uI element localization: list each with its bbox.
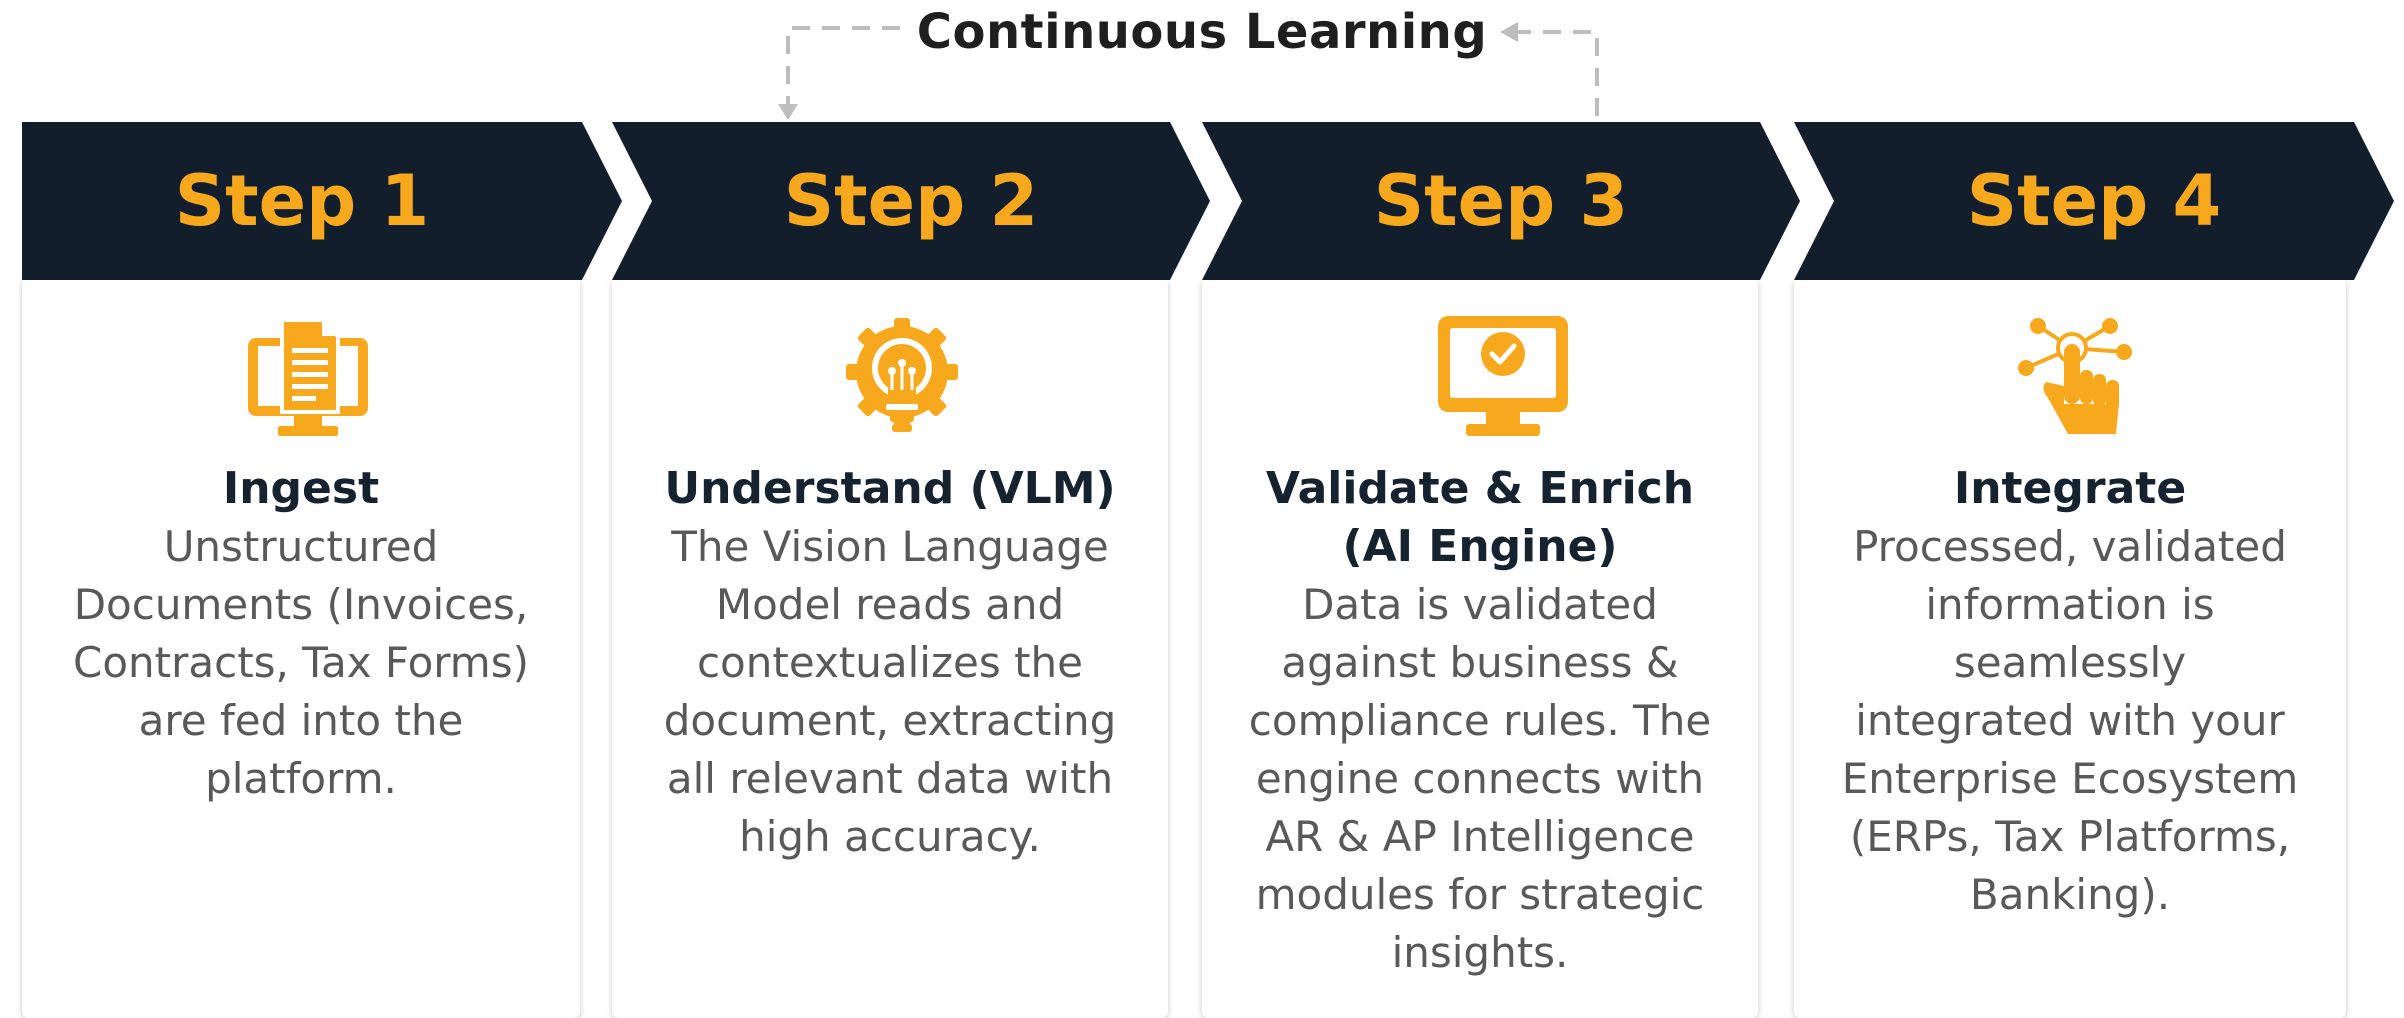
step-3-description: Data is validated against business & com… (1248, 580, 1712, 977)
feedback-loop-arrow (778, 22, 1599, 120)
step-4-description: Processed, validated information is seam… (1841, 522, 2299, 919)
step-2-description: The Vision Language Model reads and cont… (663, 522, 1117, 861)
monitor-check-icon (1438, 316, 1568, 436)
step-1-label: Step 1 (174, 160, 430, 242)
step-3-chevron: Step 3 (1202, 122, 1800, 280)
step-1-chevron: Step 1 (22, 122, 622, 280)
step-4-label: Step 4 (1966, 160, 2222, 242)
step-4-chevron: Step 4 (1794, 122, 2394, 280)
step-2-chevron: Step 2 (612, 122, 1210, 280)
continuous-learning-label: Continuous Learning (916, 4, 1488, 60)
step-3-label: Step 3 (1373, 160, 1629, 242)
step-2-label: Step 2 (783, 160, 1039, 242)
step-4-title: Integrate (1953, 463, 2187, 514)
step-1-title: Ingest (222, 463, 380, 514)
step-2-title: Understand (VLM) (664, 463, 1116, 514)
monitor-document-icon (248, 318, 368, 436)
lightbulb-gear-icon (846, 318, 958, 432)
hand-network-icon (2018, 318, 2132, 434)
step-3-title: Validate & Enrich (AI Engine) (1265, 463, 1695, 572)
step-1-description: Unstructured Documents (Invoices, Contra… (73, 522, 529, 803)
